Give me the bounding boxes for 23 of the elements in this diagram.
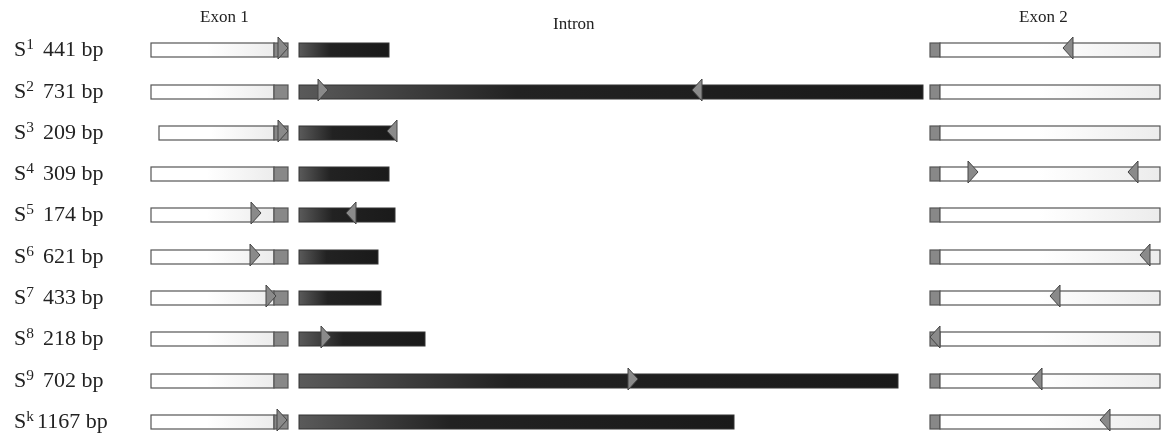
sequence-label: S$^{6}$ xyxy=(14,245,34,267)
length-label: 441 bp xyxy=(43,38,104,60)
length-label: 731 bp xyxy=(43,80,104,102)
sequence-label: S$^{9}$ xyxy=(14,369,34,391)
sequence-label: S$^{7}$ xyxy=(14,286,34,308)
sequence-label: S$^{3}$ xyxy=(14,121,34,143)
sequence-label: S$^{2}$ xyxy=(14,80,34,102)
region-heading: Intron xyxy=(553,15,595,32)
length-label: 702 bp xyxy=(43,369,104,391)
length-label: 433 bp xyxy=(43,286,104,308)
sequence-label: S$^{k}$ xyxy=(14,410,34,432)
region-heading: Exon 2 xyxy=(1019,8,1068,25)
sequence-label: S$^{5}$ xyxy=(14,203,34,225)
sequence-label: S$^{1}$ xyxy=(14,38,34,60)
length-label: 309 bp xyxy=(43,162,104,184)
length-label: 209 bp xyxy=(43,121,104,143)
region-heading: Exon 1 xyxy=(200,8,249,25)
length-label: 218 bp xyxy=(43,327,104,349)
sequence-label: S$^{4}$ xyxy=(14,162,34,184)
sequence-label: S$^{8}$ xyxy=(14,327,34,349)
length-label: 621 bp xyxy=(43,245,104,267)
length-label: 174 bp xyxy=(43,203,104,225)
length-label: 1167 bp xyxy=(37,410,108,432)
